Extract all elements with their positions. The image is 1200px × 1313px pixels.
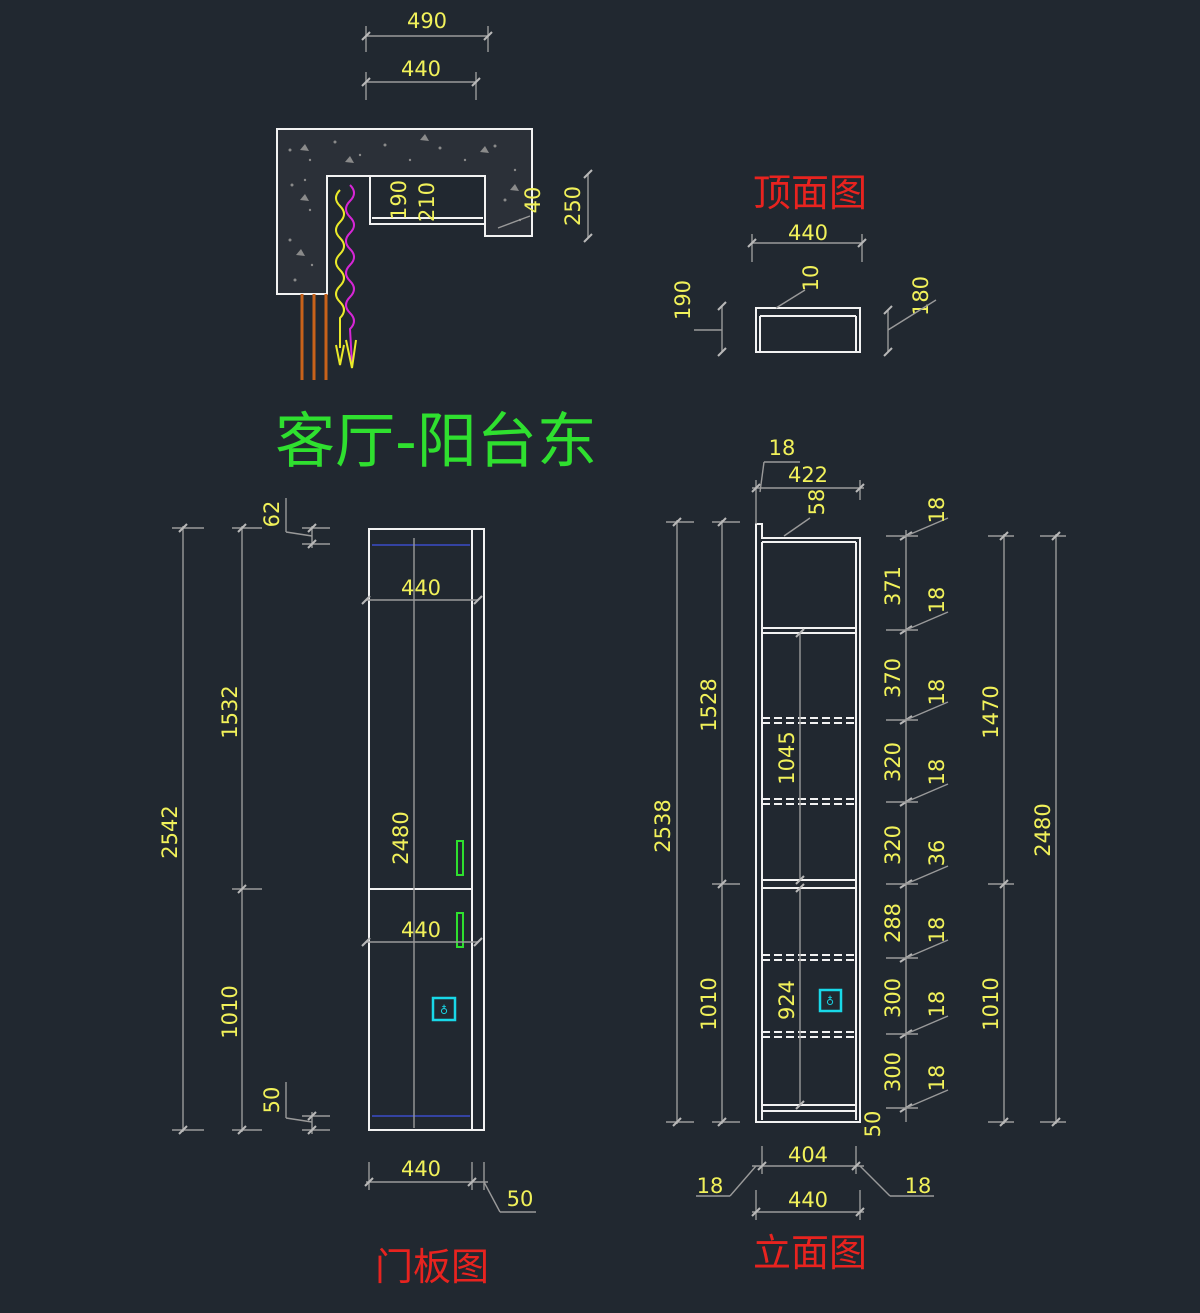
door-top-gap: 62 [260, 501, 284, 528]
shelf-dim-7: 320 [881, 825, 905, 865]
elev-mid-lower: 924 [775, 980, 799, 1020]
handle-upper-icon [456, 840, 464, 876]
shelf-dim-0: 18 [925, 497, 949, 524]
door-bottom-width: 440 [401, 1157, 441, 1181]
shelf-leader-0 [905, 517, 949, 537]
elev-right-lower: 1010 [979, 977, 1003, 1030]
shelf-dim-3: 370 [881, 658, 905, 698]
top-view: 顶面图 440 10 190 180 [671, 171, 937, 357]
door-lower-width: 440 [401, 918, 441, 942]
main-title: 客厅-阳台东 [275, 407, 597, 477]
elev-inner-bottom: 404 [788, 1143, 828, 1167]
elevation-view: ♁ 1045 924 18 422 58 2538 1528 1010 404 [651, 436, 1066, 1275]
shelf-leader-5 [905, 939, 949, 959]
elev-outer-bottom: 440 [788, 1188, 828, 1212]
concrete-hatch [288, 134, 522, 282]
svg-text:♁: ♁ [440, 1004, 448, 1017]
shelf-leader-6 [905, 1015, 949, 1035]
elevation-title: 立面图 [753, 1231, 867, 1275]
top-view-thickness: 10 [799, 265, 823, 292]
svg-text:♁: ♁ [826, 995, 834, 1008]
door-lower-height: 1010 [218, 985, 242, 1038]
elev-right-total: 2480 [1031, 803, 1055, 856]
pipe-magenta-icon [345, 184, 355, 365]
top-view-left-height: 190 [671, 280, 695, 320]
shelf-dim-9: 288 [881, 903, 905, 943]
elev-top-gap: 58 [805, 489, 829, 516]
shelf-dim-5: 320 [881, 742, 905, 782]
elev-side-right: 18 [905, 1174, 932, 1198]
shelf-leader-4 [905, 865, 949, 885]
elev-total-height: 2538 [651, 799, 675, 852]
elev-upper-height: 1528 [697, 678, 721, 731]
shelf-dim-11: 300 [881, 978, 905, 1018]
door-panel-title: 门板图 [375, 1245, 489, 1289]
elevation-outline [755, 523, 861, 1123]
adjustable-shelves [762, 717, 856, 1038]
door-height: 2480 [389, 811, 413, 864]
shelf-leader-1 [905, 611, 949, 631]
shelf-dim-6: 18 [925, 759, 949, 786]
shelf-dim-12: 18 [925, 991, 949, 1018]
door-panel-view: ♁ 440 2480 440 2542 1532 1010 62 50 [158, 498, 536, 1289]
top-view-width: 440 [788, 221, 828, 245]
elev-right-upper: 1470 [979, 685, 1003, 738]
shelf-dim-8: 36 [925, 840, 949, 867]
door-total-height: 2542 [158, 805, 182, 858]
elev-top-18: 18 [769, 436, 796, 460]
elev-mid-upper: 1045 [775, 731, 799, 784]
handle-lower-icon [456, 912, 464, 948]
plan-dim-210: 210 [415, 182, 439, 222]
shelf-leader-3 [905, 783, 949, 803]
plan-dim-250: 250 [561, 186, 585, 226]
shelf-dim-1: 371 [881, 566, 905, 606]
elev-side-left: 18 [697, 1174, 724, 1198]
plan-view: 490 440 190 210 40 250 [276, 9, 593, 380]
plan-dim-190: 190 [387, 180, 411, 220]
shelf-dim-13: 300 [881, 1052, 905, 1092]
elevation-socket-icon [818, 988, 843, 1013]
shelf-1 [761, 627, 857, 634]
shelf-leader-2 [905, 701, 949, 721]
shelf-dim-10: 18 [925, 917, 949, 944]
shelf-dimension-chain: 18 371 18 370 18 320 18 320 36 288 18 300 18 300 18 [881, 497, 949, 1113]
door-upper-width: 440 [401, 576, 441, 600]
top-view-title: 顶面图 [753, 171, 867, 215]
door-panel-outline [368, 528, 485, 1131]
shelf-dim-4: 18 [925, 679, 949, 706]
shelf-fixed [761, 879, 857, 889]
plan-width-440: 440 [401, 57, 441, 81]
shelf-leader-7 [905, 1089, 949, 1109]
plan-width-490: 490 [407, 9, 447, 33]
elev-bottom-gap: 50 [861, 1111, 885, 1138]
shelf-dim-14: 18 [925, 1065, 949, 1092]
shelf-dim-2: 18 [925, 587, 949, 614]
top-view-cabinet [755, 307, 861, 353]
elev-inner-width: 422 [788, 463, 828, 487]
socket-icon [431, 996, 457, 1022]
elev-lower-height: 1010 [697, 977, 721, 1030]
door-bottom-gap: 50 [260, 1087, 284, 1114]
plan-dim-40: 40 [521, 187, 545, 214]
door-side-gap: 50 [507, 1187, 534, 1211]
pipe-orange-icon [300, 294, 328, 380]
shelf-bottom [761, 1104, 857, 1112]
plan-cabinet [369, 175, 486, 225]
door-upper-height: 1532 [218, 685, 242, 738]
pipe-yellow-icon [335, 189, 345, 348]
